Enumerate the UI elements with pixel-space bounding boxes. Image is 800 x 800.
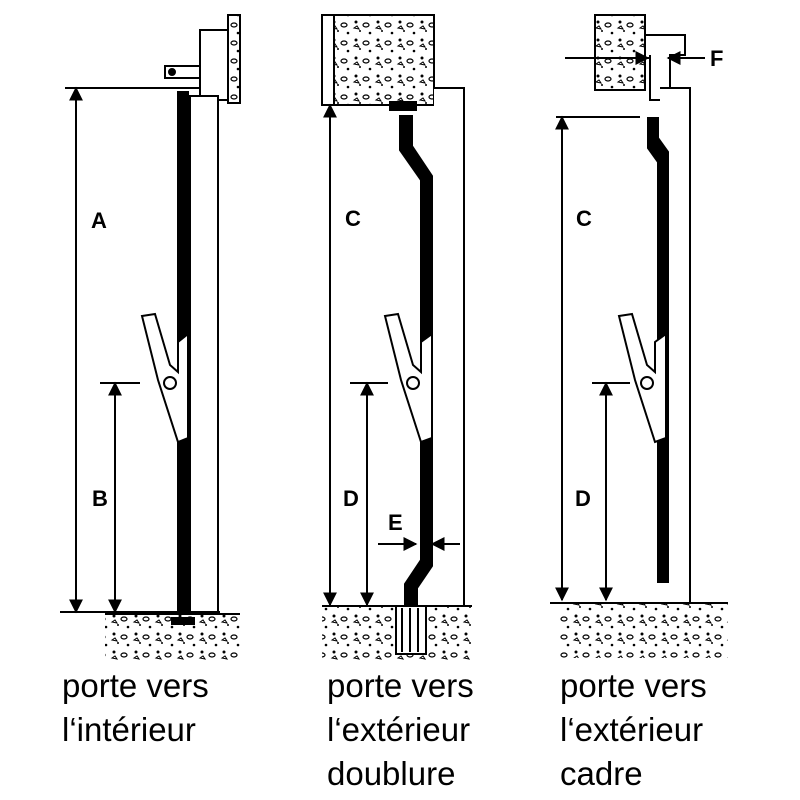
handle-icon: [140, 312, 189, 444]
label-a: A: [91, 208, 107, 233]
caption-line: doublure: [327, 755, 456, 792]
wall-lintel: [227, 14, 241, 104]
door-frame: [434, 87, 465, 614]
caption-line: l‘extérieur: [560, 711, 704, 748]
wall-lintel: [333, 14, 435, 106]
lintel-bracket: [199, 29, 229, 101]
floor: [560, 603, 728, 658]
panel-doublure: [321, 14, 472, 660]
panel-interieur: [60, 14, 241, 660]
label-f: F: [710, 46, 723, 71]
caption-line: cadre: [560, 755, 643, 792]
panel-cadre: [550, 14, 728, 658]
label-b: B: [92, 486, 108, 511]
caption-line: l‘intérieur: [62, 711, 196, 748]
caption-interieur: porte vers l‘intérieur: [62, 664, 209, 752]
caption-cadre: porte vers l‘extérieur cadre: [560, 664, 707, 796]
label-e: E: [388, 510, 403, 535]
caption-line: porte vers: [560, 667, 707, 704]
caption-doublure: porte vers l‘extérieur doublure: [327, 664, 474, 796]
label-d: D: [343, 486, 359, 511]
wall-lintel: [594, 14, 646, 91]
label-c: C: [345, 206, 361, 231]
caption-line: l‘extérieur: [327, 711, 471, 748]
caption-line: porte vers: [327, 667, 474, 704]
label-d: D: [575, 486, 591, 511]
label-c: C: [576, 206, 592, 231]
door-frame: [189, 95, 219, 613]
caption-line: porte vers: [62, 667, 209, 704]
